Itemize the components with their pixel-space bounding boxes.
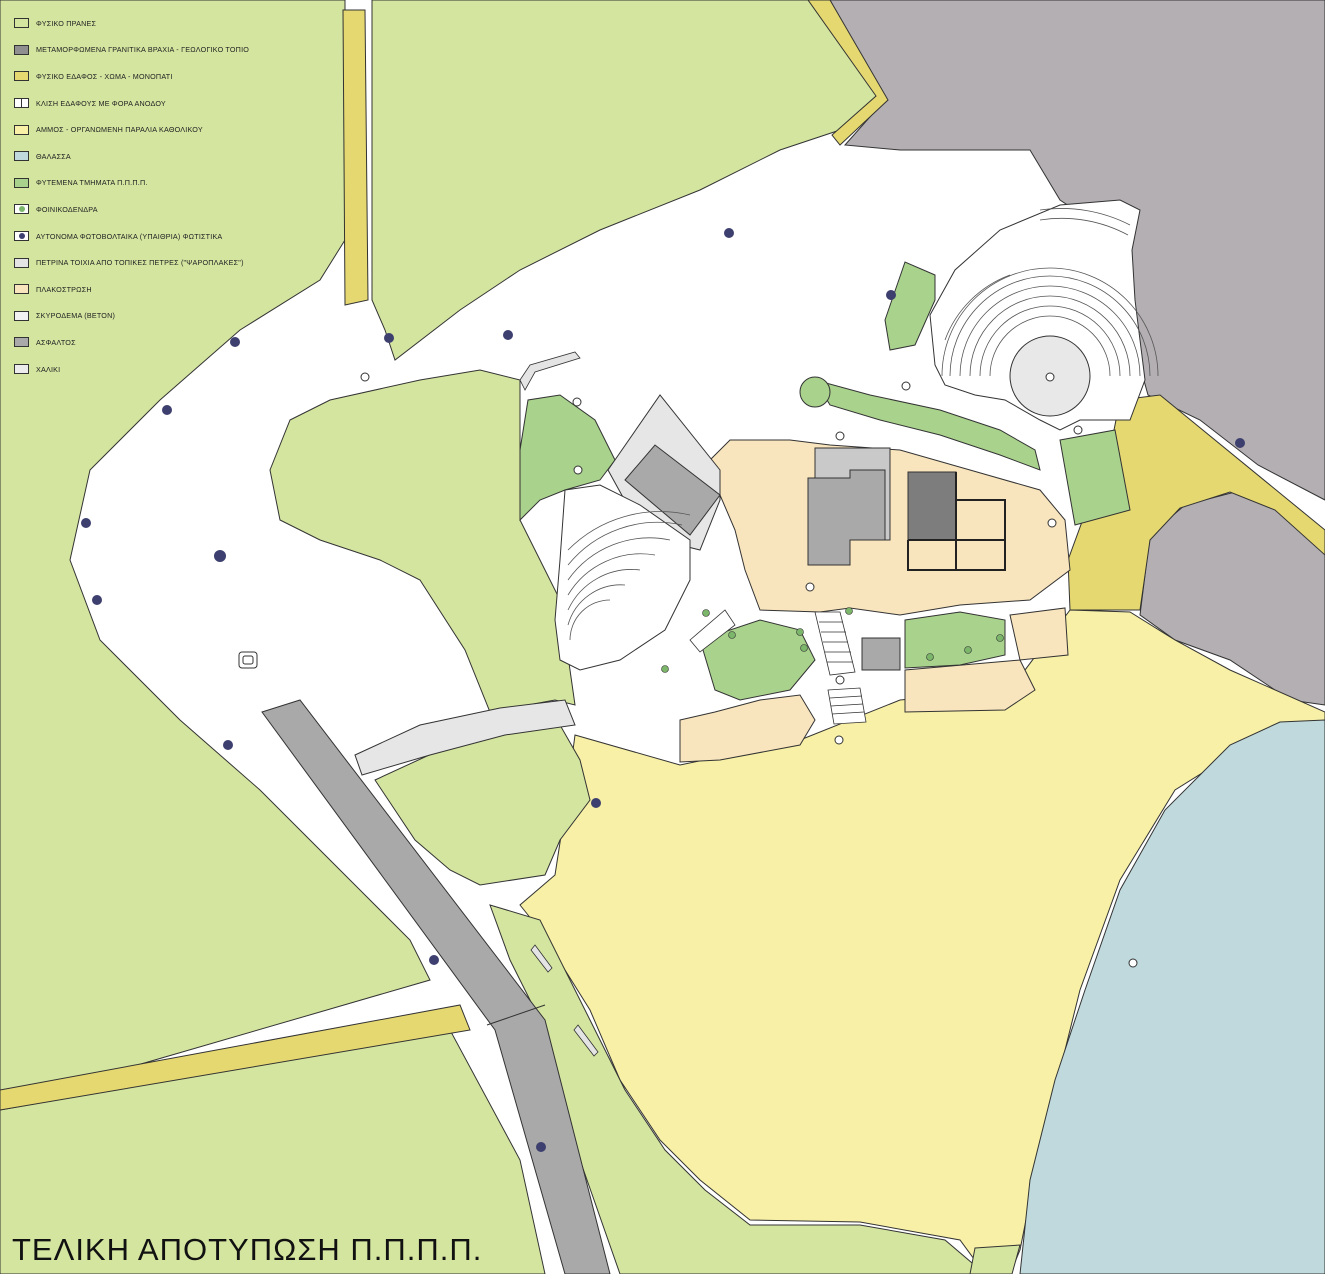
legend-item: ΠΛΑΚΟΣΤΡΩΣΗ (14, 276, 304, 303)
building-grey-west (624, 444, 721, 536)
legend-label: ΠΕΤΡΙΝΑ ΤΟΙΧΙΑ ΑΠΟ ΤΟΠΙΚΕΣ ΠΕΤΡΕΣ ("ΨΑΡΟ… (36, 258, 244, 268)
planted-strip-curved (813, 379, 1041, 471)
legend-label: ΠΛΑΚΟΣΤΡΩΣΗ (36, 284, 92, 294)
amphitheatre-small (554, 484, 691, 671)
legend-item: ΜΕΤΑΜΟΡΦΩΜΕΝΑ ΓΡΑΝΙΤΙΚΑ ΒΡΑΧΙΑ - ΓΕΩΛΟΓΙ… (14, 37, 304, 64)
soil-swatch (14, 71, 29, 82)
legend-item: ΠΕΤΡΙΝΑ ΤΟΙΧΙΑ ΑΠΟ ΤΟΠΙΚΕΣ ΠΕΤΡΕΣ ("ΨΑΡΟ… (14, 249, 304, 276)
building-dark-block (907, 471, 957, 541)
asphalt-road (261, 699, 611, 1274)
planted-area-east (1059, 429, 1131, 526)
concrete-swatch (14, 310, 29, 321)
stairs-swatch (14, 98, 29, 109)
legend-item: ΦΥΤΕΜΕΝΑ ΤΜΗΜΑΤΑ Π.Π.Π.Π. (14, 170, 304, 197)
central-stairs (689, 609, 867, 725)
gravel-swatch (14, 364, 29, 375)
legend-item: ΑΣΦΑΛΤΟΣ (14, 329, 304, 356)
path-top-vertical (342, 9, 369, 306)
legend-label: ΧΑΛΙΚΙ (36, 364, 61, 374)
map-title: ΤΕΛΙΚΗ ΑΠΟΤΥΠΩΣΗ Π.Π.Π.Π. (12, 1232, 483, 1267)
map-legend: ΦΥΣΙΚΟ ΠΡΑΝΕΣ ΜΕΤΑΜΟΡΦΩΜΕΝΑ ΓΡΑΝΙΤΙΚΑ ΒΡ… (14, 10, 304, 382)
green-slope-middle (269, 369, 576, 713)
legend-item: ΣΚΥΡΟΔΕΜΑ (ΒΕΤΟΝ) (14, 303, 304, 330)
palm-tree-icon (14, 204, 29, 215)
sea (1019, 719, 1325, 1274)
path-bottom-left (0, 1004, 471, 1111)
legend-item: ΧΑΛΙΚΙ (14, 356, 304, 383)
tree-symbol (238, 651, 258, 669)
road-division (486, 1004, 546, 1026)
east-paving (1009, 607, 1069, 661)
planted-area-lower (699, 619, 816, 701)
sea-swatch (14, 151, 29, 162)
legend-label: ΦΥΣΙΚΟ ΕΔΑΦΟΣ - ΧΩΜΑ - ΜΟΝΟΠΑΤΙ (36, 71, 173, 81)
round-planter (799, 376, 831, 408)
green-slope-left (0, 0, 431, 1106)
legend-item: ΦΟΙΝΙΚΟΔΕΝΔΡΑ (14, 196, 304, 223)
green-slope-bottom-right (969, 1244, 1021, 1274)
legend-label: ΦΥΤΕΜΕΝΑ ΤΜΗΜΑΤΑ Π.Π.Π.Π. (36, 178, 148, 188)
solar-lights (81, 228, 1245, 1152)
sand-swatch (14, 124, 29, 135)
palm-trees (661, 607, 1004, 673)
legend-dot (18, 233, 25, 240)
lower-right-paving (904, 659, 1036, 713)
paving-swatch (14, 284, 29, 295)
building-lower-square (861, 637, 901, 671)
legend-label: ΣΚΥΡΟΔΕΜΑ (ΒΕΤΟΝ) (36, 311, 116, 321)
legend-label: ΑΥΤΟΝΟΜΑ ΦΩΤΟΒΟΛΤΑΙΚΑ (ΥΠΑΙΘΡΙΑ) ΦΩΤΙΣΤΙ… (36, 231, 223, 241)
legend-dot (18, 206, 25, 213)
legend-label: ΑΜΜΟΣ - ΟΡΓΑΝΩΜΕΝΗ ΠΑΡΑΛΙΑ ΚΑΘΟΛΙΚΟΥ (36, 125, 203, 135)
building-grid-outline (907, 472, 1006, 571)
building-light-central (814, 447, 891, 541)
path-top-diagonal (807, 0, 889, 146)
legend-label: ΦΥΣΙΚΟ ΠΡΑΝΕΣ (36, 18, 97, 28)
legend-item: ΑΥΤΟΝΟΜΑ ΦΩΤΟΒΟΛΤΑΙΚΑ (ΥΠΑΙΘΡΙΑ) ΦΩΤΙΣΤΙ… (14, 223, 304, 250)
concrete-walkway (354, 699, 576, 776)
planted-swatch (14, 177, 29, 188)
legend-item: ΦΥΣΙΚΟ ΕΔΑΦΟΣ - ΧΩΜΑ - ΜΟΝΟΠΑΤΙ (14, 63, 304, 90)
amphitheatre-large (929, 199, 1159, 431)
grade-markers (360, 372, 1138, 968)
legend-label: ΜΕΤΑΜΟΡΦΩΜΕΝΑ ΓΡΑΝΙΤΙΚΑ ΒΡΑΧΙΑ - ΓΕΩΛΟΓΙ… (36, 45, 250, 55)
planted-area-north (884, 261, 936, 351)
asphalt-swatch (14, 337, 29, 348)
stone-walls (519, 351, 599, 1057)
legend-label: ΚΛΙΣΗ ΕΔΑΦΟΥΣ ΜΕ ΦΟΡΑ ΑΝΟΔΟΥ (36, 98, 166, 108)
legend-item: ΑΜΜΟΣ - ΟΡΓΑΝΩΜΕΝΗ ΠΑΡΑΛΙΑ ΚΑΘΟΛΙΚΟΥ (14, 116, 304, 143)
legend-item: ΘΑΛΑΣΣΑ (14, 143, 304, 170)
legend-label: ΑΣΦΑΛΤΟΣ (36, 337, 76, 347)
legend-item: ΚΛΙΣΗ ΕΔΑΦΟΥΣ ΜΕ ΦΟΡΑ ΑΝΟΔΟΥ (14, 90, 304, 117)
slope-swatch (14, 18, 29, 29)
stone-wall-swatch (14, 257, 29, 268)
solar-light-icon (14, 231, 29, 242)
rock-swatch (14, 44, 29, 55)
legend-label: ΦΟΙΝΙΚΟΔΕΝΔΡΑ (36, 204, 98, 214)
legend-label: ΘΑΛΑΣΣΑ (36, 151, 71, 161)
legend-item: ΦΥΣΙΚΟ ΠΡΑΝΕΣ (14, 10, 304, 37)
lower-paving (679, 694, 816, 763)
